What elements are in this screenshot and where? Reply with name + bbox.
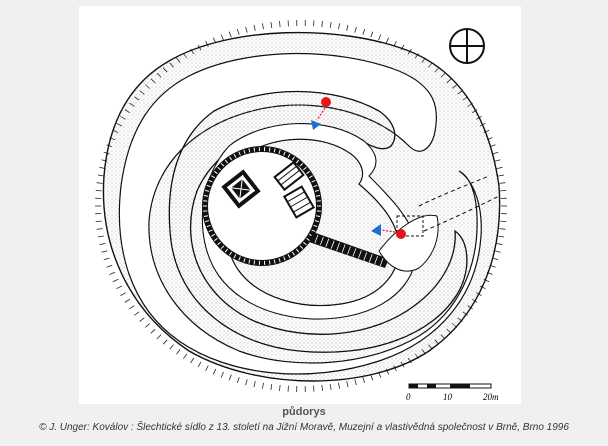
marker-red-gate bbox=[396, 229, 406, 239]
gatehouse-outline bbox=[396, 215, 424, 237]
building-foundation-south bbox=[282, 185, 316, 219]
marker-blue-gate bbox=[371, 224, 381, 236]
orientation-cross-icon bbox=[449, 28, 485, 64]
scale-bar: 0 10 20m bbox=[406, 383, 499, 402]
outer-ditch bbox=[118, 52, 482, 375]
site-plan-figure: 0 10 20m bbox=[79, 6, 521, 404]
scale-label-10: 10 bbox=[443, 392, 453, 402]
scale-label-0: 0 bbox=[406, 392, 411, 402]
road-outline bbox=[418, 175, 500, 232]
figure-credit: © J. Unger: Koválov : Šlechtické sídlo z… bbox=[39, 422, 569, 433]
tower-foundation bbox=[221, 169, 261, 209]
gate-area bbox=[378, 214, 439, 272]
scale-label-20m: 20m bbox=[483, 392, 499, 402]
keep-wall-texture bbox=[203, 147, 321, 265]
causeway-bridge bbox=[309, 232, 389, 268]
middle-rampart bbox=[168, 90, 468, 353]
marker-blue-upper bbox=[311, 120, 321, 130]
building-foundation-north bbox=[273, 160, 305, 192]
marker-red-upper bbox=[321, 97, 331, 107]
site-plan-drawing: 0 10 20m bbox=[95, 19, 507, 402]
figure-caption: půdorys bbox=[282, 406, 326, 418]
